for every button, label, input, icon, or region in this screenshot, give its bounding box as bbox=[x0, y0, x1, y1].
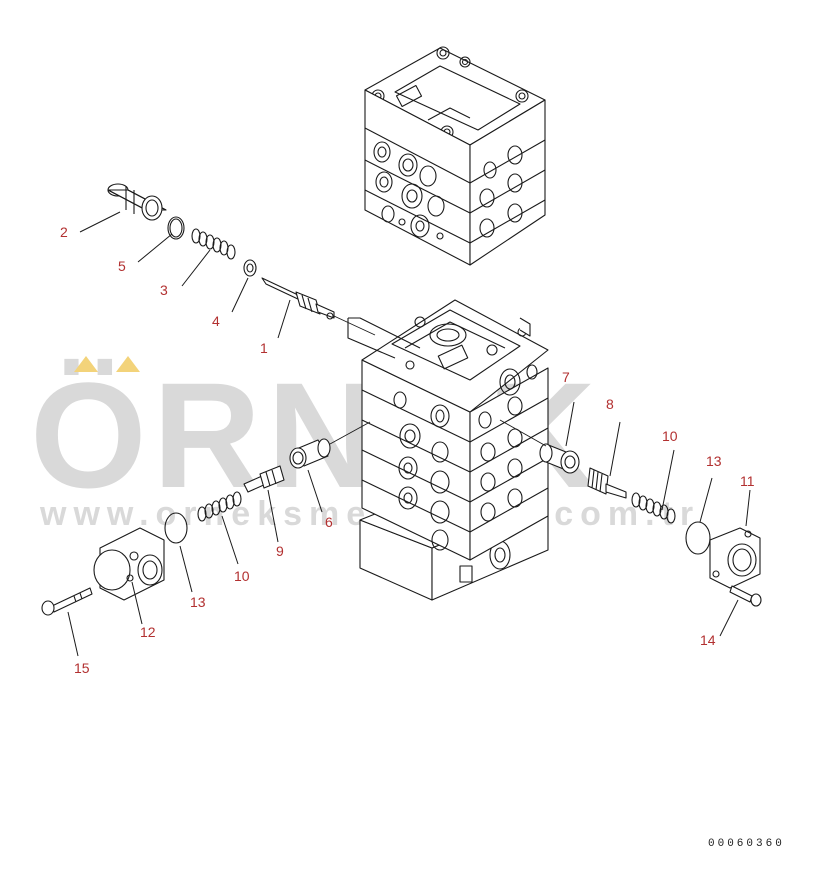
part-10-spring-left bbox=[197, 491, 242, 522]
callout-15: 15 bbox=[74, 660, 90, 676]
valve-block-top-view bbox=[364, 46, 546, 266]
part-5-o-ring bbox=[167, 216, 185, 240]
watermark-accent bbox=[74, 356, 140, 372]
callout-7: 7 bbox=[562, 369, 570, 385]
callout-14: 14 bbox=[700, 632, 716, 648]
part-1-spool bbox=[261, 277, 335, 320]
callout-4: 4 bbox=[212, 313, 220, 329]
callout-11: 11 bbox=[740, 473, 755, 489]
part-8-piston bbox=[587, 467, 627, 499]
callout-2: 2 bbox=[60, 224, 68, 240]
part-2-plug bbox=[107, 183, 167, 221]
leader-lines bbox=[67, 211, 751, 657]
part-4-retainer bbox=[243, 259, 257, 277]
callout-10: 10 bbox=[662, 428, 678, 444]
assembly-center-lines bbox=[329, 315, 547, 447]
callout-5: 5 bbox=[118, 258, 126, 274]
part-10-spring-right bbox=[631, 492, 676, 524]
callout-13: 13 bbox=[706, 453, 722, 469]
callout-1: 1 bbox=[260, 340, 268, 356]
part-13-o-ring-right bbox=[685, 521, 711, 555]
callout-10-left: 10 bbox=[234, 568, 250, 584]
callout-3: 3 bbox=[160, 282, 168, 298]
part-12-cover bbox=[93, 527, 165, 601]
callout-9: 9 bbox=[276, 543, 284, 559]
part-15-bolt-left bbox=[41, 587, 93, 616]
callout-8: 8 bbox=[606, 396, 614, 412]
part-14-bolt-right bbox=[729, 585, 762, 607]
part-7-sleeve bbox=[539, 443, 580, 474]
callout-6: 6 bbox=[325, 514, 333, 530]
part-9-piston bbox=[243, 465, 285, 493]
part-6-sleeve bbox=[289, 438, 331, 469]
callout-12: 12 bbox=[140, 624, 156, 640]
valve-block-main bbox=[347, 299, 549, 601]
part-13-o-ring-left bbox=[164, 512, 188, 544]
drawing-number: 00060360 bbox=[708, 838, 785, 850]
callout-13-left: 13 bbox=[190, 594, 206, 610]
part-3-spring bbox=[191, 228, 236, 260]
part-11-cover bbox=[709, 527, 761, 589]
